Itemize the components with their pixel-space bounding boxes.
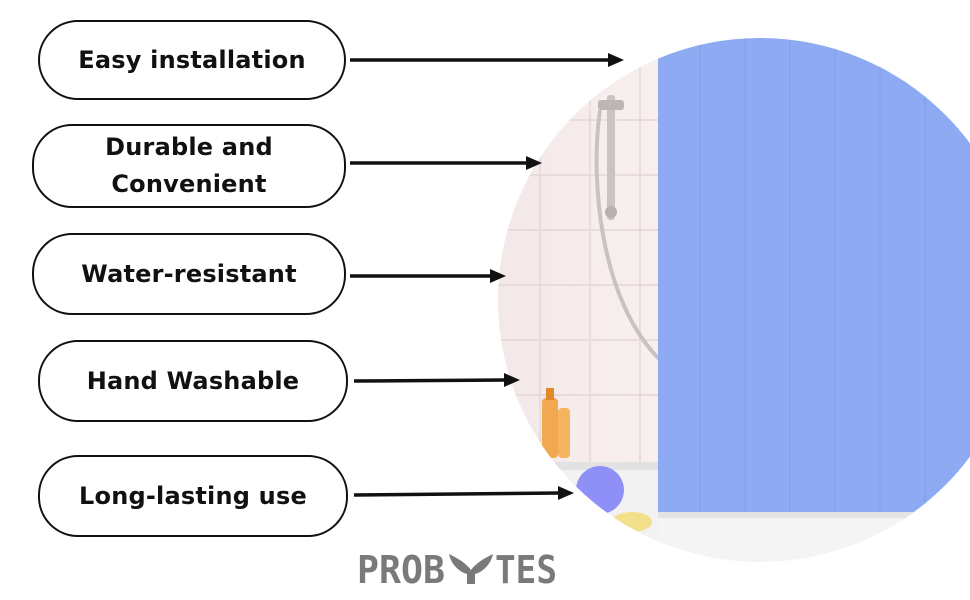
feature-label: Easy installation <box>78 45 306 74</box>
feature-label: Water-resistant <box>81 259 297 288</box>
svg-text:TES: TES <box>495 548 557 590</box>
feature-label: Hand Washable <box>86 366 300 395</box>
feature-long-lasting: Long-lasting use <box>38 455 348 537</box>
feature-label: Durable and Convenient <box>105 133 273 198</box>
feature-label: Long-lasting use <box>79 481 307 510</box>
feature-easy-installation: Easy installation <box>38 20 346 100</box>
svg-text:PROB: PROB <box>357 548 445 590</box>
probytes-logo: PROB TES <box>357 548 557 590</box>
feature-water-resistant: Water-resistant <box>32 233 346 315</box>
arrow-hand-washable <box>353 378 507 383</box>
feature-durable-convenient: Durable and Convenient <box>32 124 346 208</box>
feature-hand-washable: Hand Washable <box>38 340 348 422</box>
whale-tail-icon <box>449 554 493 584</box>
arrow-long-lasting <box>353 491 561 497</box>
